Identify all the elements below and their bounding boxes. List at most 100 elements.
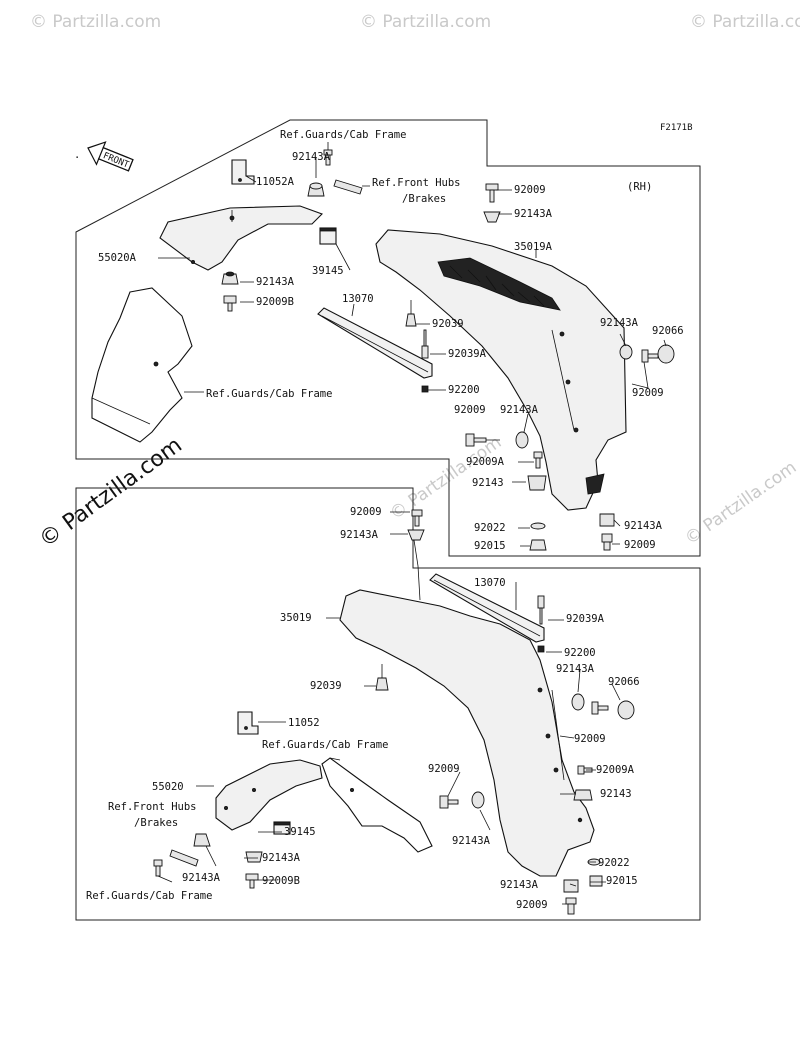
grommet-92143A-e xyxy=(515,431,529,449)
part-11052A xyxy=(231,159,255,185)
nut-92015-a xyxy=(529,539,547,551)
pin-ref-front-hubs-b xyxy=(169,849,199,867)
label-11052A: 11052A xyxy=(256,176,295,188)
bolt-92009-g xyxy=(439,795,459,809)
rivet-92039-b xyxy=(375,664,389,691)
label-92143A: 92143A xyxy=(182,872,221,884)
cap-92066-a xyxy=(657,344,675,364)
bolt-92009-e xyxy=(411,509,423,527)
label-92143A: 92143A xyxy=(292,151,331,163)
svg-text:.: . xyxy=(74,149,80,161)
grommet-92143A-b xyxy=(483,211,501,223)
label-35019: 35019 xyxy=(280,612,312,624)
label-92022: 92022 xyxy=(474,522,506,534)
label-13070: 13070 xyxy=(474,577,506,589)
label-13070: 13070 xyxy=(342,293,374,305)
leader-lines-bottom xyxy=(157,511,621,905)
leader-lines-top xyxy=(158,142,667,547)
label-92009: 92009 xyxy=(624,539,656,551)
part-55020A xyxy=(159,205,323,271)
bolt-92009-h xyxy=(565,897,577,915)
bolt-92009-a xyxy=(485,183,499,203)
nut-92143A-k xyxy=(245,851,263,863)
label-55020A: 55020A xyxy=(98,252,137,264)
label-92200: 92200 xyxy=(564,647,596,659)
label-ref-guards-cab-frame: Ref.Guards/Cab Frame xyxy=(280,129,406,141)
label-92009: 92009 xyxy=(428,763,460,775)
label-92143A: 92143A xyxy=(500,879,539,891)
watermark-text: © Partzilla.com xyxy=(360,12,491,32)
nut-92015-b xyxy=(589,875,603,887)
fender-35019 xyxy=(339,589,595,877)
label-92143A: 92143A xyxy=(514,208,553,220)
grommet-92143-b xyxy=(573,789,593,801)
bolt-92009A-a xyxy=(533,451,543,469)
fender-35019A xyxy=(375,229,627,511)
label-92009B: 92009B xyxy=(262,875,300,887)
label-92009: 92009 xyxy=(632,387,664,399)
label-92039A: 92039A xyxy=(448,348,487,360)
label-92143: 92143 xyxy=(472,477,504,489)
bolt-92009B-b xyxy=(245,873,259,889)
label-ref-guards-cab-frame: Ref.Guards/Cab Frame xyxy=(262,739,388,751)
label-ref-front-hubs: Ref.Front Hubs xyxy=(108,801,197,813)
grommet-92143A-j xyxy=(193,833,211,847)
bolt-92009-d xyxy=(601,533,613,551)
label-brakes: /Brakes xyxy=(134,817,178,829)
part-55020 xyxy=(215,759,323,831)
label-92143A: 92143A xyxy=(624,520,663,532)
label-35019A: 35019A xyxy=(514,241,553,253)
label-ref-front-hubs: Ref.Front Hubs xyxy=(372,177,461,189)
label-92143A: 92143A xyxy=(256,276,295,288)
label-92009: 92009 xyxy=(350,506,382,518)
label-92009A: 92009A xyxy=(466,456,505,468)
figure-code: F2171B xyxy=(660,123,693,133)
watermark-text: © Partzilla.com xyxy=(30,12,161,32)
rivet-92039A-b xyxy=(537,595,545,625)
label-92039: 92039 xyxy=(310,680,342,692)
nut-92143A xyxy=(221,271,239,285)
label-92009A: 92009A xyxy=(596,764,635,776)
label-92143A: 92143A xyxy=(262,852,301,864)
mud-flap-top xyxy=(91,287,193,443)
label-39145: 39145 xyxy=(312,265,344,277)
watermark-text: © Partzilla.com xyxy=(690,12,800,32)
pin-ref-front-hubs xyxy=(333,179,363,195)
label-11052: 11052 xyxy=(288,717,320,729)
grommet-92143A-g xyxy=(407,529,425,541)
label-92143A: 92143A xyxy=(500,404,539,416)
grommet-92143A-d xyxy=(619,344,633,360)
bolt-92009-b xyxy=(641,349,659,363)
label-92066: 92066 xyxy=(608,676,640,688)
nut-92200-a xyxy=(421,385,429,393)
bolt-92009-f xyxy=(591,701,609,715)
label-92015: 92015 xyxy=(606,875,638,887)
cap-92066-b xyxy=(617,700,635,720)
label-55020: 55020 xyxy=(152,781,184,793)
nut-92143A-l xyxy=(563,879,579,893)
grommet-92143A xyxy=(307,182,325,197)
label-92143A: 92143A xyxy=(340,529,379,541)
label-92022: 92022 xyxy=(598,857,630,869)
label-92009: 92009 xyxy=(574,733,606,745)
nut-92200-b xyxy=(537,645,545,653)
part-11052 xyxy=(237,711,259,735)
top-frame xyxy=(75,119,701,557)
label-92143: 92143 xyxy=(600,788,632,800)
label-92143A: 92143A xyxy=(556,663,595,675)
label-92039A: 92039A xyxy=(566,613,605,625)
label-92039: 92039 xyxy=(432,318,464,330)
mud-flap-bottom xyxy=(321,757,433,853)
label-92143A: 92143A xyxy=(600,317,639,329)
label-brakes: /Brakes xyxy=(402,193,446,205)
label-92066: 92066 xyxy=(652,325,684,337)
rivet-92039A-a xyxy=(421,329,429,359)
watermark-text: © Partzilla.com xyxy=(681,457,800,549)
washer-92022-a xyxy=(530,522,546,530)
label-92009: 92009 xyxy=(454,404,486,416)
grommet-92143-a xyxy=(527,475,547,491)
front-arrow-icon: FRONT xyxy=(87,141,134,172)
bolt-92009B xyxy=(223,295,237,312)
label-92009: 92009 xyxy=(516,899,548,911)
grommet-92143A-h xyxy=(571,693,585,711)
